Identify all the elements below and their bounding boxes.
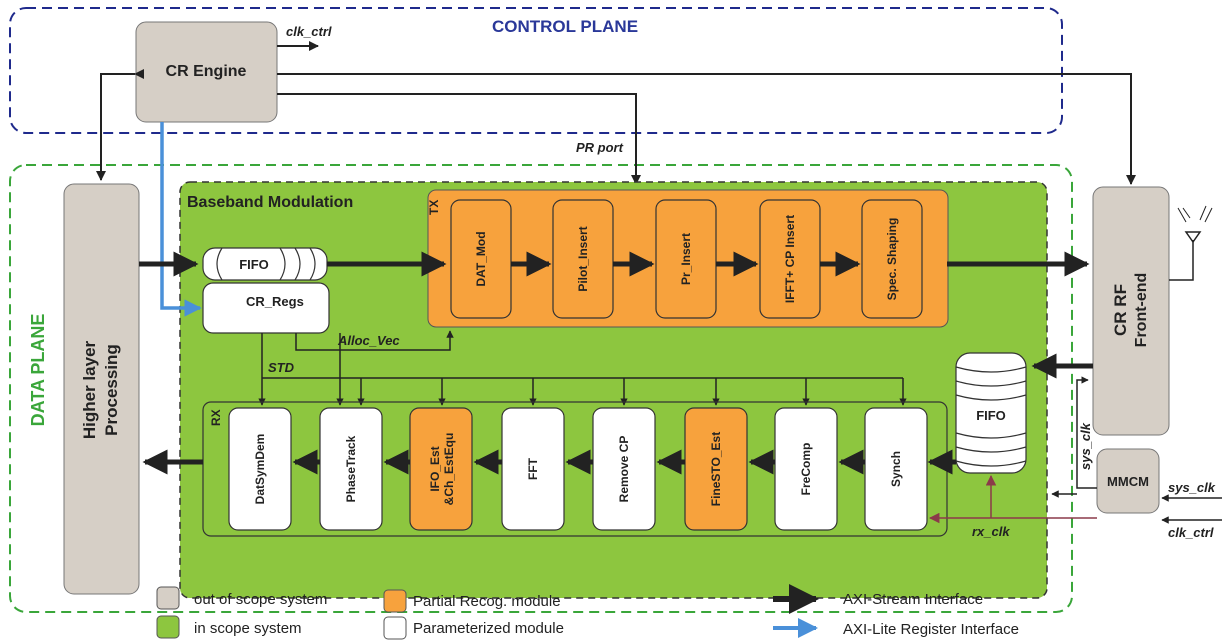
higher-layer-label-2: Processing [102, 344, 121, 436]
legend-in-scope: in scope system [194, 620, 302, 637]
antenna-icon [1169, 205, 1213, 281]
tx-module-0 [450, 199, 512, 319]
std-label: STD [268, 360, 295, 375]
legend-swatch-param [383, 616, 407, 640]
control-plane-region [9, 7, 1063, 134]
tx-module-label-3: IFFT+ CP Insert [783, 215, 797, 303]
cr-rf-label-2: Front-end [1133, 273, 1150, 348]
rx-label: RX [209, 409, 223, 426]
fifo-tx-label: FIFO [239, 257, 269, 272]
alloc-vec-label: Alloc_Vec [337, 333, 400, 348]
fifo-rx: FIFO [955, 352, 1027, 474]
legend-swatch-out-of-scope [156, 586, 180, 610]
tx-module-label-1: Pilot_Insert [576, 226, 590, 291]
tx-module-label-4: Spec. Shaping [885, 218, 899, 301]
cr-engine-label: CR Engine [166, 63, 247, 80]
rx-module-label-6: FreComp [799, 443, 813, 496]
cr-regs-label: CR_Regs [246, 294, 304, 309]
cr-rf-label-1: CR RF [1111, 284, 1130, 336]
sys-clk-in-label: sys_clk [1168, 480, 1216, 495]
fifo-rx-label: FIFO [976, 408, 1006, 423]
data-plane-title: DATA PLANE [28, 314, 48, 427]
rx-module-6 [774, 407, 838, 531]
rx-module-5 [684, 407, 748, 531]
rx-module-label-0: DatSymDem [253, 434, 267, 505]
tx-module-label-2: Pr_Insert [679, 233, 693, 285]
higher-layer-label-1: Higher layer [80, 340, 99, 439]
higher-layer-block [63, 183, 140, 595]
rx-clk-label: rx_clk [972, 524, 1010, 539]
rx-module-0 [228, 407, 292, 531]
rx-module-label-2-b: &Ch_EstEqu [442, 433, 456, 506]
rx-module-3 [501, 407, 565, 531]
clk-ctrl-in-label: clk_ctrl [1168, 525, 1214, 540]
legend-axi-stream: AXI-Stream Interface [843, 591, 983, 608]
rx-module-label-3: FFT [526, 457, 540, 480]
rx-module-label-7: Synch [889, 451, 903, 487]
control-plane-title: CONTROL PLANE [492, 17, 638, 36]
rx-module-label-4: Remove CP [617, 436, 631, 503]
tx-module-4 [861, 199, 923, 319]
tx-module-label-0: DAT_Mod [474, 231, 488, 286]
legend-partial: Partial Recog. module [413, 593, 561, 610]
legend-swatch-partial [383, 589, 407, 613]
mmcm-block [1096, 448, 1160, 514]
legend-swatch-in-scope [156, 615, 180, 639]
cr-regs-block [202, 282, 330, 334]
cr-rf-block [1092, 186, 1170, 436]
pr-port-label: PR port [576, 140, 624, 155]
legend-out-of-scope: out of scope system [194, 591, 327, 608]
clk-ctrl-top-label: clk_ctrl [286, 24, 332, 39]
data-plane-region [9, 164, 1073, 613]
legend-axi-lite: AXI-Lite Register Interface [843, 621, 1019, 638]
mmcm-label: MMCM [1107, 474, 1149, 489]
rx-module-7 [864, 407, 928, 531]
rx-module-label-5: FineSTO_Est [709, 432, 723, 506]
rx-module-1 [319, 407, 383, 531]
tx-module-1 [552, 199, 614, 319]
fifo-tx: FIFO [202, 247, 328, 281]
rx-module-label-2-a: IFO_Est [428, 446, 442, 491]
sys-clk-vertical-label: sys_clk [1078, 422, 1093, 470]
rx-module-2 [409, 407, 473, 531]
rx-module-label-1: PhaseTrack [344, 435, 358, 502]
tx-module-3 [759, 199, 821, 319]
rx-module-4 [592, 407, 656, 531]
baseband-label: Baseband Modulation [187, 194, 353, 211]
tx-module-2 [655, 199, 717, 319]
tx-label: TX [427, 200, 441, 215]
legend-param: Parameterized module [413, 620, 564, 637]
